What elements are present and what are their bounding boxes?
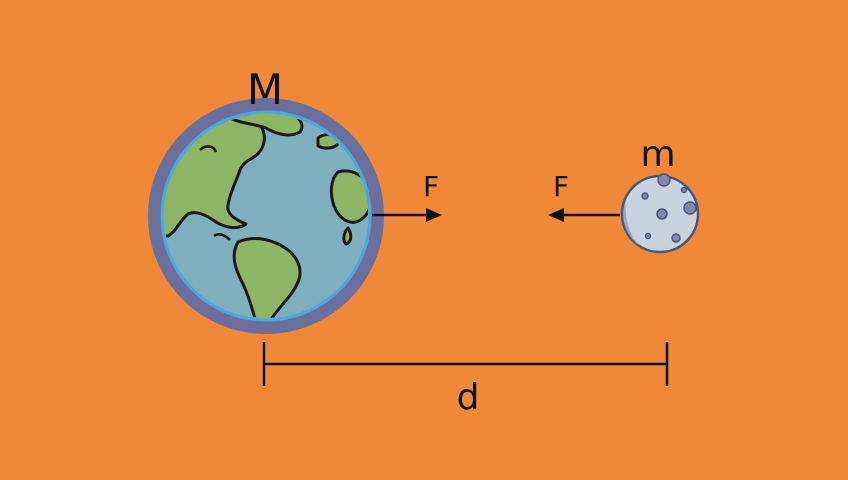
force-arrow-left [548, 208, 620, 222]
big-mass-label: M [247, 65, 283, 114]
force-arrow-right [372, 208, 442, 222]
earth-icon [148, 98, 384, 334]
distance-label: d [457, 377, 480, 418]
small-mass-label: m [640, 134, 675, 175]
force-label-left: F [553, 170, 569, 203]
force-label-right: F [423, 170, 439, 203]
moon-icon [620, 173, 700, 254]
distance-indicator [262, 342, 669, 386]
